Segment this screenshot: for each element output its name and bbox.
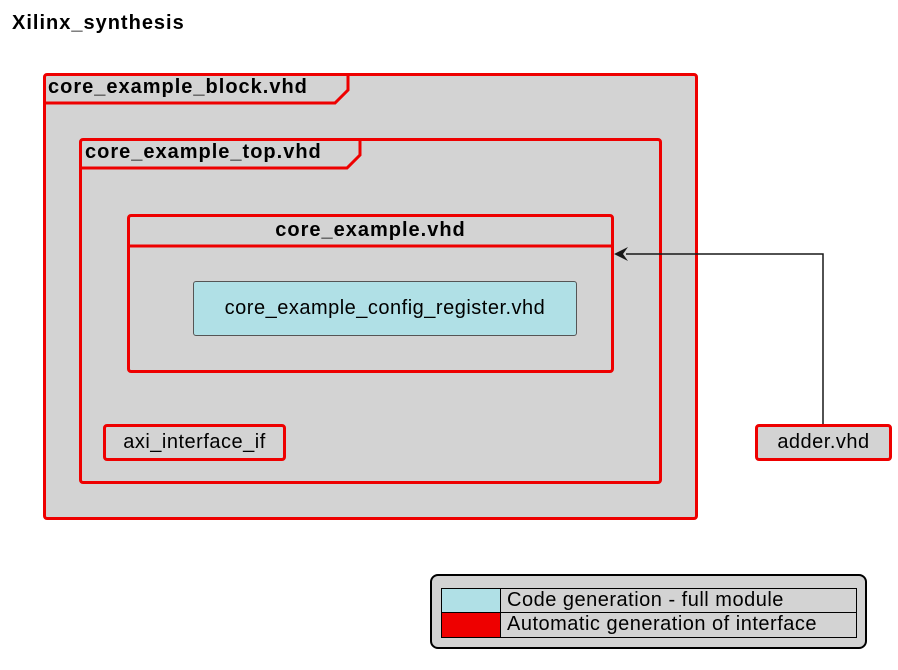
frame-core-example-top-tab — [80, 139, 362, 170]
legend: Code generation - full module Automatic … — [430, 574, 867, 649]
legend-row-full-module: Code generation - full module — [441, 588, 857, 613]
module-core-example-config-register: core_example_config_register.vhd — [193, 281, 577, 336]
module-axi-interface: axi_interface_if — [103, 424, 286, 461]
legend-label-full-module: Code generation - full module — [501, 588, 857, 613]
frame-core-example-block-label: core_example_block.vhd — [48, 76, 308, 98]
legend-swatch-interface — [441, 613, 501, 638]
legend-swatch-full-module — [441, 588, 501, 613]
diagram-title: Xilinx_synthesis — [12, 12, 185, 34]
legend-row-interface: Automatic generation of interface — [441, 613, 857, 638]
frame-core-example-label: core_example.vhd — [275, 219, 466, 241]
frame-core-example-top-label: core_example_top.vhd — [85, 141, 322, 163]
module-adder: adder.vhd — [755, 424, 892, 461]
dependency-arrow-line — [626, 253, 824, 424]
dependency-arrowhead — [614, 247, 628, 261]
frame-core-example-block-tab — [44, 74, 350, 105]
legend-label-interface: Automatic generation of interface — [501, 613, 857, 638]
